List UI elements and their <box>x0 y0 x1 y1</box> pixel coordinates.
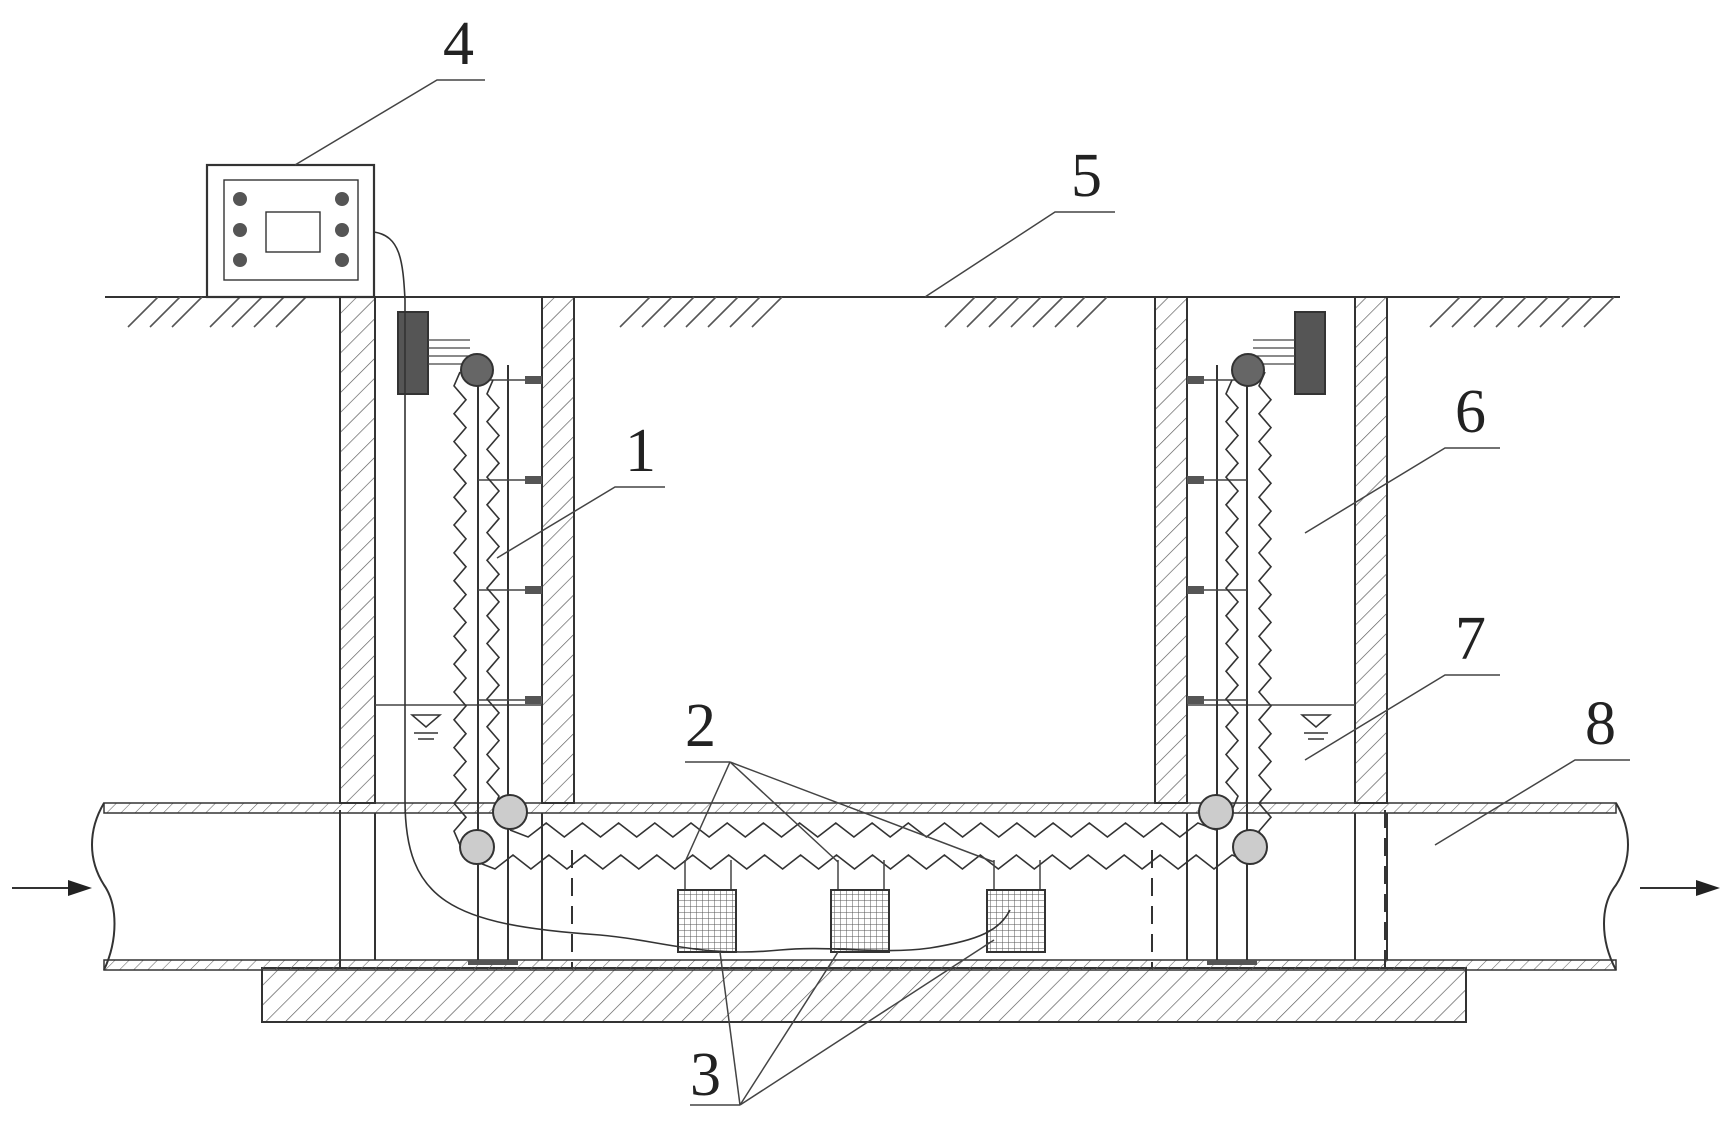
callout-3: 3 <box>690 1041 721 1109</box>
control-box <box>205 163 376 299</box>
chain-segment <box>1257 371 1273 846</box>
right-well-inner-wall <box>1154 296 1188 804</box>
leader-lines <box>294 79 1630 1106</box>
right-guide-rail <box>1187 365 1257 965</box>
flow-arrow-out <box>1640 880 1720 896</box>
left-well-inner-wall <box>541 296 575 804</box>
pulley-icon <box>1232 829 1268 865</box>
pulley-icon <box>459 829 495 865</box>
callout-5: 5 <box>1071 142 1102 210</box>
sprocket-icon <box>460 353 494 387</box>
chain-segment <box>452 371 468 846</box>
basket-icon <box>677 860 737 953</box>
chain-segment <box>476 853 1251 871</box>
sprocket-icon <box>1231 353 1265 387</box>
control-box-button <box>335 253 349 267</box>
callout-1: 1 <box>625 417 656 485</box>
callout-8: 8 <box>1585 690 1616 758</box>
basket-icon <box>830 860 890 953</box>
control-box-button <box>233 253 247 267</box>
water-level-symbol-left <box>409 714 443 740</box>
control-box-button <box>233 192 247 206</box>
callout-2: 2 <box>685 692 716 760</box>
chain-segment <box>509 821 1217 839</box>
pulley-icon <box>492 794 528 830</box>
basket-icon <box>986 860 1046 953</box>
chain-loop <box>452 371 1273 871</box>
callout-6: 6 <box>1455 378 1486 446</box>
callout-4: 4 <box>443 10 474 78</box>
motor-icon <box>1294 311 1326 395</box>
ground-hatch <box>127 296 1615 328</box>
control-box-button <box>335 223 349 237</box>
left-well-outer-wall <box>339 296 376 804</box>
motor-coupling-right <box>1253 339 1295 365</box>
control-box-button <box>233 223 247 237</box>
water-level-symbol-right <box>1299 714 1333 740</box>
callout-7: 7 <box>1455 605 1486 673</box>
motor-icon <box>397 311 429 395</box>
right-well-outer-wall <box>1354 296 1388 804</box>
flow-arrow-in <box>12 880 92 896</box>
control-box-button <box>335 192 349 206</box>
base-slab <box>261 967 1467 1023</box>
control-cable <box>373 231 1011 953</box>
control-box-screen <box>265 211 321 253</box>
left-guide-rail <box>468 365 542 965</box>
chain-segment <box>485 379 501 811</box>
chain-segment <box>1224 379 1240 811</box>
pulley-icon <box>1198 794 1234 830</box>
pipe <box>91 802 1629 971</box>
